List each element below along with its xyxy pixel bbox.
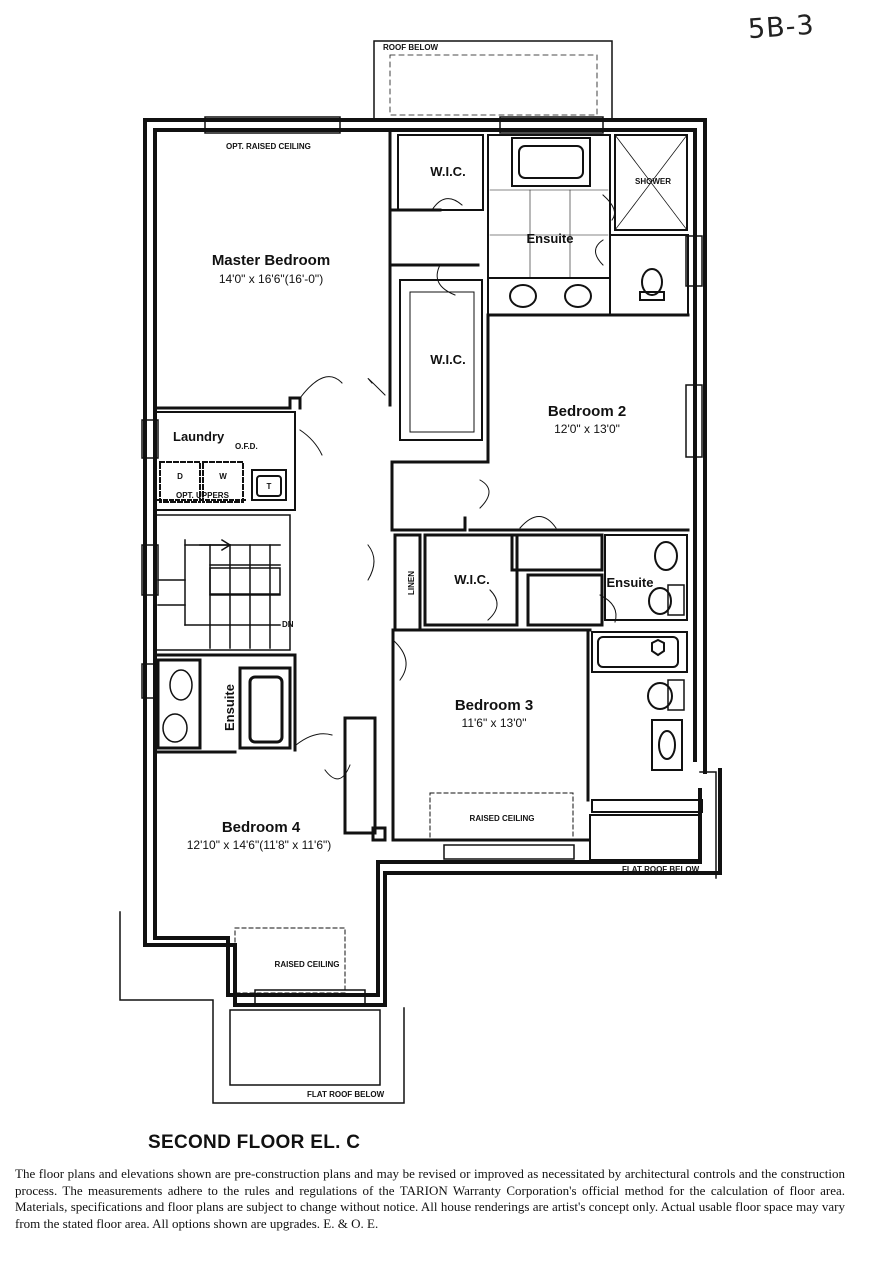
bedroom-3-walls [391,533,604,842]
dryer-label: D [177,472,183,481]
wic-mid-inner [409,291,475,433]
ensuite-tile-grid [489,189,609,279]
washer-label: W [219,472,227,481]
bedroom-4-walls [153,653,387,842]
door-swings [295,194,617,780]
flat-roof-below-bottom [119,911,405,1104]
stairs-down-label: DN [282,620,294,629]
wic-top [397,134,484,211]
laundry-room [154,411,296,511]
bedroom-4-ensuite-label: Ensuite [222,684,237,731]
laundry-tub-label: T [267,482,272,491]
bedroom-3-name: Bedroom 3 [455,697,533,714]
bedroom-4-fixtures [162,669,193,743]
bedroom-4-name: Bedroom 4 [222,819,301,836]
wic-mid-label: W.I.C. [430,352,465,367]
bed4-raised-ceiling [234,927,346,994]
master-bedroom-name: Master Bedroom [212,252,330,269]
opt-uppers-label: OPT. UPPERS [176,491,230,500]
master-ensuite-label: Ensuite [527,231,574,246]
ofd-label: O.F.D. [235,442,258,451]
bed3-raised-ceiling-label: RAISED CEILING [470,814,535,823]
bedroom-4-dims: 12'10" x 14'6"(11'8" x 11'6") [187,838,332,852]
roof-below-top [373,40,613,120]
bedroom-2-ensuite-label: Ensuite [607,575,654,590]
laundry-label: Laundry [173,429,225,444]
plan-title: SECOND FLOOR EL. C [148,1132,361,1153]
bedroom-2-walls [390,313,690,532]
bedroom-3-dims: 11'6" x 13'0" [462,716,527,730]
bedroom-2-ensuite [589,534,703,861]
disclaimer-text: The floor plans and elevations shown are… [15,1166,845,1231]
wic-mid [399,279,483,441]
flat-roof-below-right [699,771,717,879]
master-opt-raised-ceiling: OPT. RAISED CEILING [226,142,311,151]
roof-below-label: ROOF BELOW [383,43,439,52]
staircase [154,514,291,651]
linen-label: LINEN [407,571,416,595]
bed4-raised-ceiling-label: RAISED CEILING [275,960,340,969]
wic-top-label: W.I.C. [430,164,465,179]
bed3-raised-ceiling [429,792,574,841]
bedroom-2-name: Bedroom 2 [548,403,626,420]
flat-roof-below-bottom-label: FLAT ROOF BELOW [307,1090,385,1099]
bedroom-2-dims: 12'0" x 13'0" [554,422,620,436]
shower-label: SHOWER [635,177,671,186]
master-ensuite [487,134,689,316]
bed3-wic-label: W.I.C. [454,572,489,587]
flat-roof-below-right-label: FLAT ROOF BELOW [622,865,700,874]
windows [141,116,703,1005]
master-bedroom-dims: 14'0" x 16'6"(16'-0") [219,272,323,286]
